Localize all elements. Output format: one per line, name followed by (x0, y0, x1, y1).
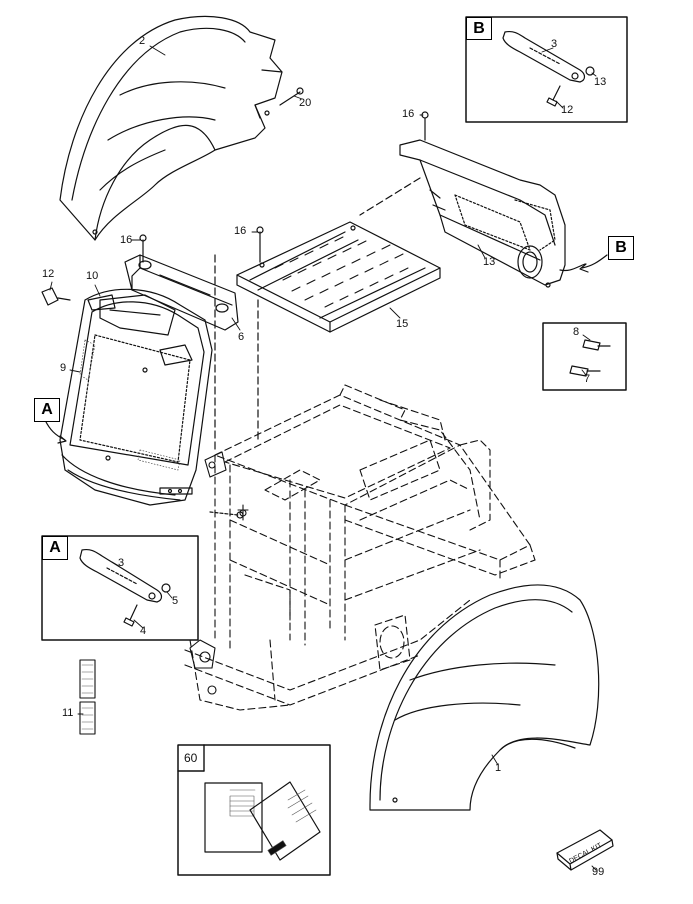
callout-11: 11 (62, 707, 74, 719)
callout-16-plate: 16 (234, 225, 247, 237)
detail-label-a-pointer: A (34, 398, 60, 422)
floor-plate (236, 221, 441, 333)
callout-12-hood: 12 (42, 268, 55, 280)
alignment-line-panel (359, 177, 421, 216)
bolt-16-panel (421, 111, 429, 141)
paint-cans (79, 659, 96, 735)
callout-8: 8 (573, 326, 580, 338)
callout-13-b: 13 (594, 76, 607, 88)
callout-20: 20 (299, 97, 312, 109)
pin-box (542, 322, 627, 391)
callout-13-panel: 13 (483, 256, 496, 268)
detail-label-b-pointer: B (608, 236, 634, 260)
knob-12 (41, 287, 71, 306)
callout-7: 7 (584, 373, 591, 385)
left-fender (59, 15, 283, 241)
detail-arrows (44, 254, 608, 444)
callout-16-bracket: 16 (120, 234, 133, 246)
hood-latch (159, 487, 193, 495)
callout-10: 10 (86, 270, 99, 282)
callout-1: 1 (495, 762, 502, 774)
decal-kit (556, 829, 614, 871)
callout-5: 5 (172, 595, 179, 607)
bolt-20 (279, 87, 304, 106)
callout-60: 60 (184, 751, 198, 765)
callout-2: 2 (139, 35, 146, 47)
bolt-16-plate (256, 226, 264, 263)
hood-stipple (79, 339, 181, 471)
right-side-panel (399, 139, 586, 288)
callout-4: 4 (140, 625, 147, 637)
right-fender (369, 584, 600, 811)
hood-bolt (209, 511, 244, 519)
front-bracket (124, 254, 239, 331)
callout-6: 6 (238, 331, 245, 343)
callout-3-a: 3 (118, 557, 125, 569)
detail-box-b (465, 16, 628, 123)
chassis-frame (184, 384, 536, 711)
callout-3-b: 3 (551, 38, 558, 50)
callout-16-panel: 16 (402, 108, 415, 120)
callout-12-b: 12 (561, 104, 574, 116)
detail-box-a (41, 535, 199, 641)
callout-99: 99 (592, 866, 605, 878)
bolt-16-bracket (139, 234, 147, 263)
detail-label-a-box: A (42, 536, 68, 560)
manuals-box (177, 744, 331, 876)
front-hood (59, 288, 213, 506)
callout-15: 15 (396, 318, 409, 330)
callout-9: 9 (60, 362, 67, 374)
leader-lines (49, 45, 597, 871)
detail-label-b-box: B (466, 17, 492, 40)
